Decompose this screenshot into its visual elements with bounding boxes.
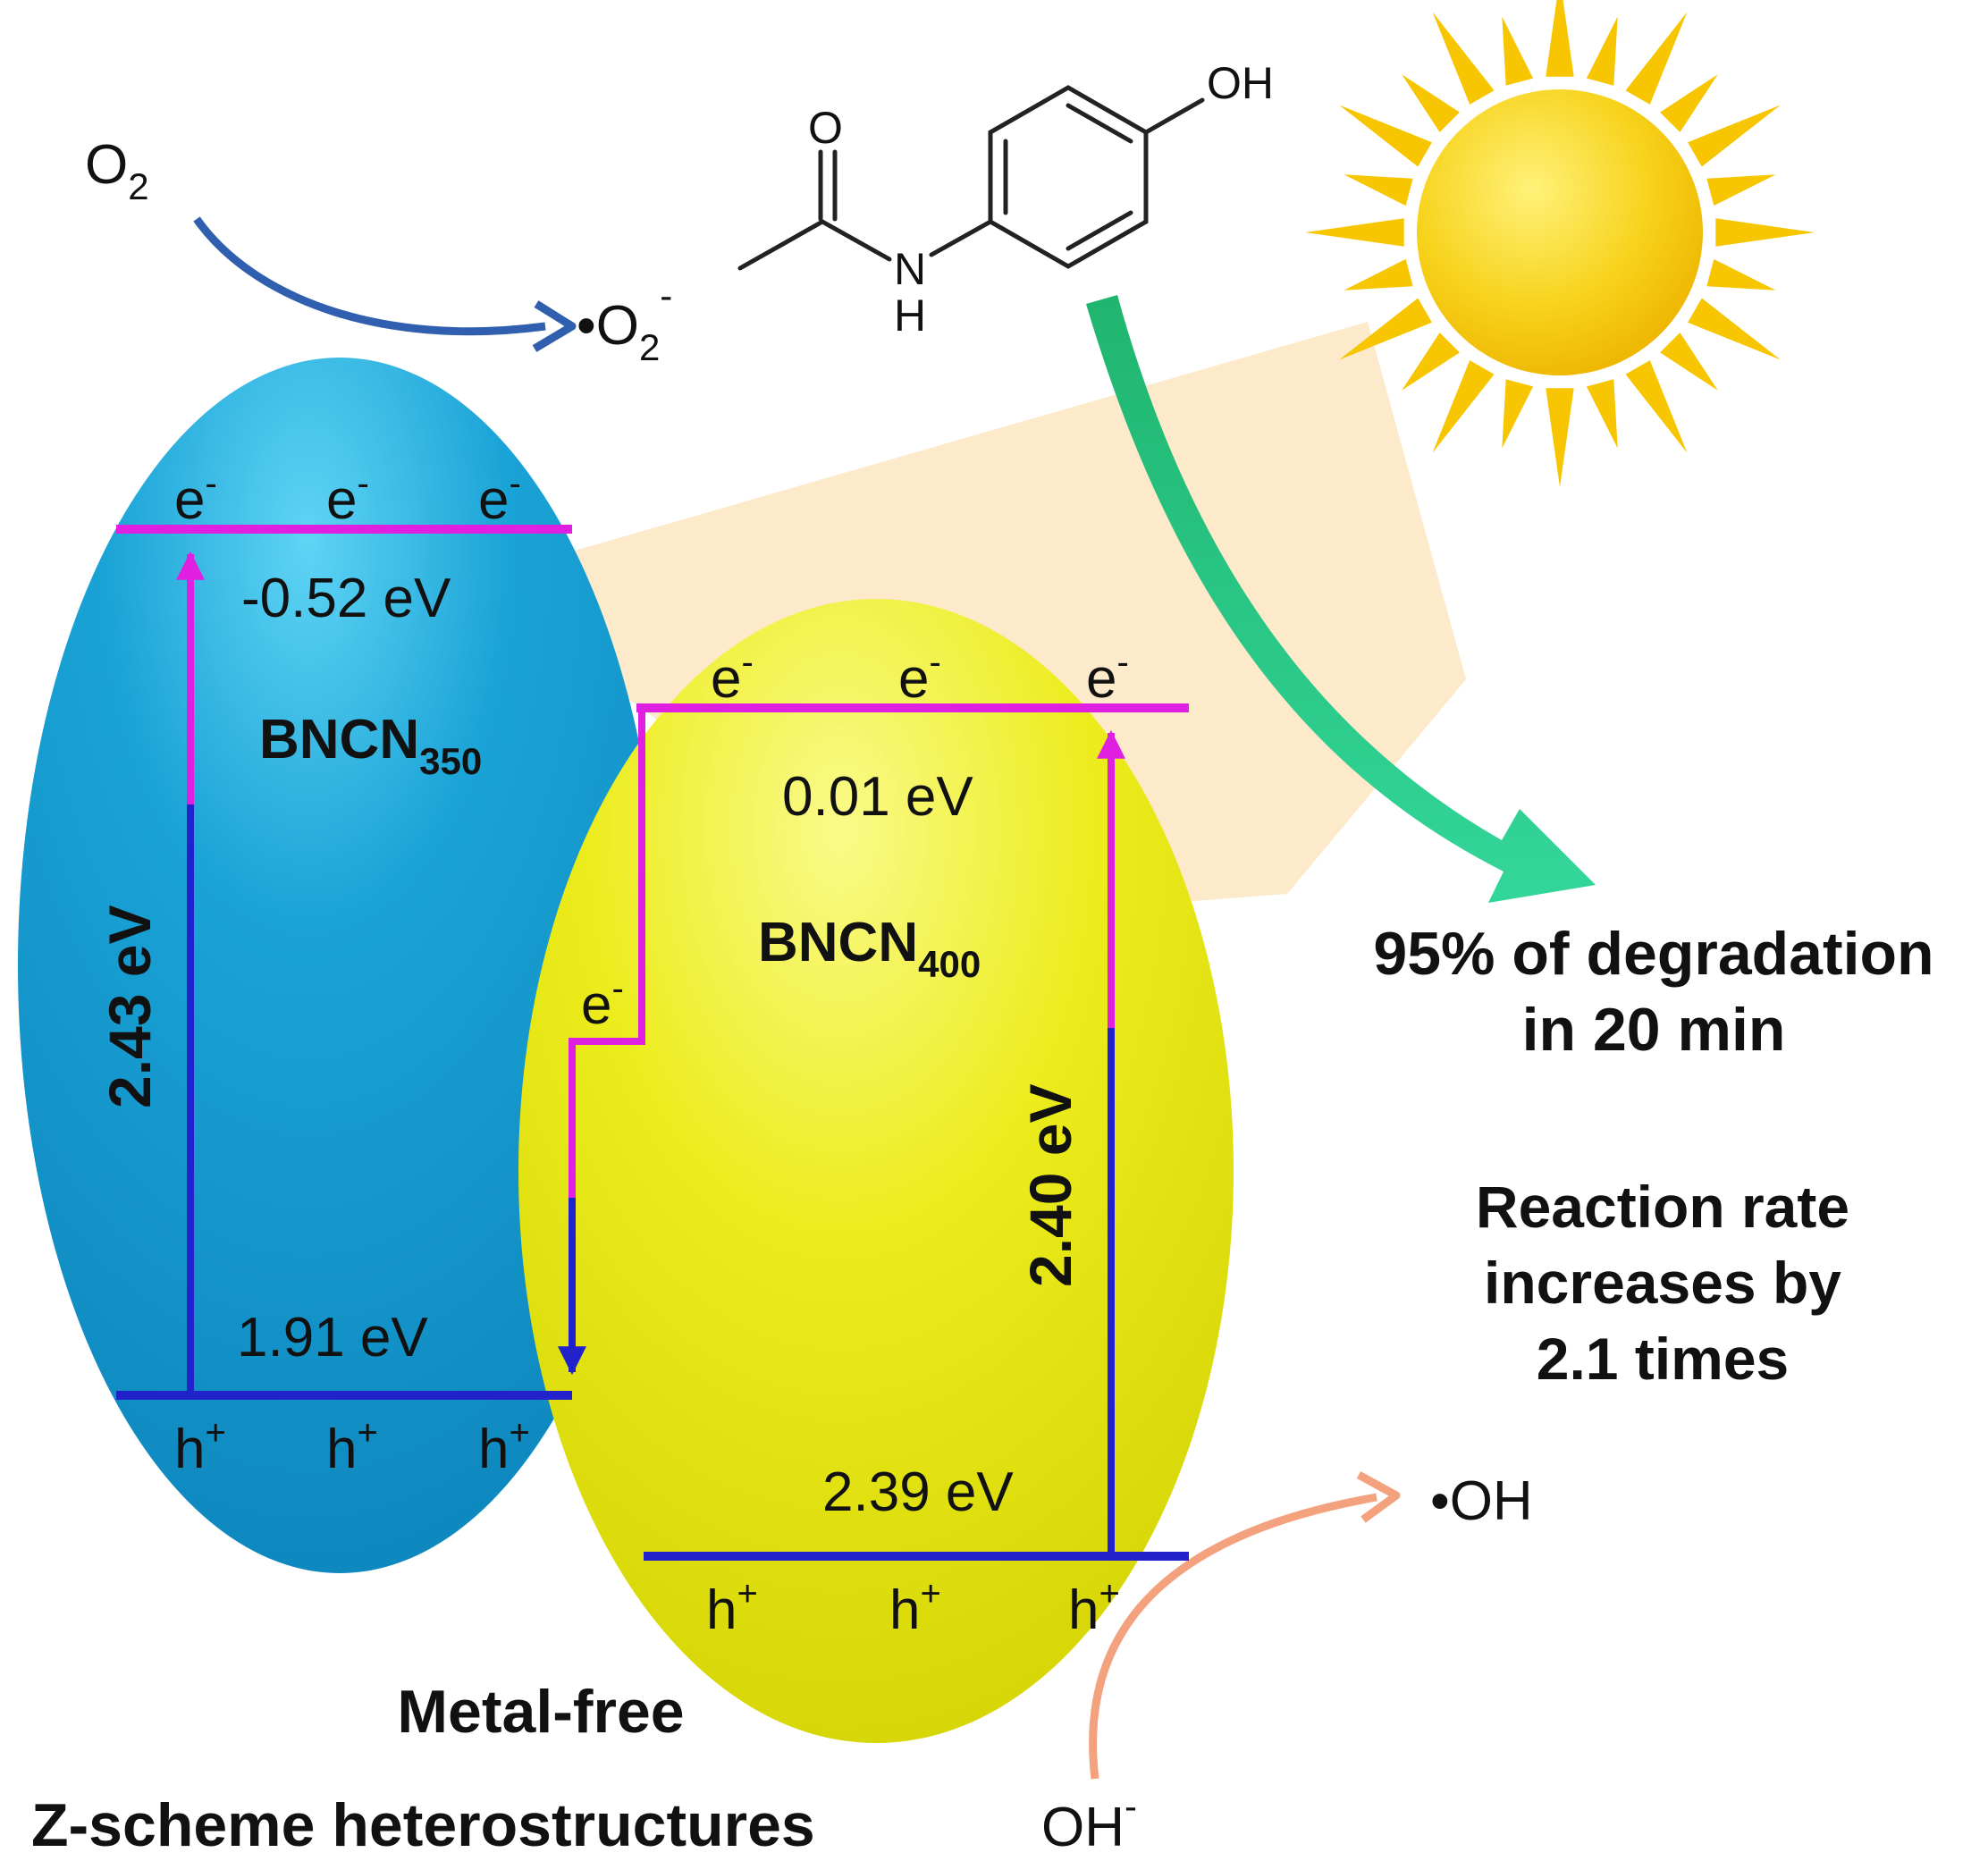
sun-ray xyxy=(1344,174,1413,206)
rate-line2: increases by xyxy=(1484,1250,1841,1316)
hydroxide-label: OH- xyxy=(1041,1785,1137,1858)
sun-ray xyxy=(1305,218,1404,247)
z-scheme-transfer-path xyxy=(569,708,645,1207)
rate-line1: Reaction rate xyxy=(1476,1174,1849,1240)
sun-ray xyxy=(1706,258,1776,291)
electron-label: e- xyxy=(1086,643,1129,710)
caption-line1: Metal-free xyxy=(397,1678,684,1746)
bncn400-cb-potential: 0.01 eV xyxy=(782,766,973,828)
electron-label: e- xyxy=(898,643,941,710)
electron-label: e- xyxy=(174,464,217,531)
bncn350-cb-potential: -0.52 eV xyxy=(241,568,451,629)
sun-ray xyxy=(1339,298,1432,360)
caption-line2: Z-scheme heterostructures xyxy=(31,1791,815,1859)
electron-label: e- xyxy=(711,643,754,710)
hole-label: h+ xyxy=(478,1413,530,1480)
sun-ray xyxy=(1715,218,1815,247)
bncn350-vb-potential: 1.91 eV xyxy=(237,1307,428,1368)
sun-ray xyxy=(1688,298,1781,360)
sun-ray xyxy=(1402,333,1460,391)
molecule-n-label: N xyxy=(894,244,926,294)
bncn400-vb-potential: 2.39 eV xyxy=(822,1461,1014,1523)
sun-ray xyxy=(1339,105,1432,167)
o2-reduction-arrow xyxy=(193,216,546,336)
sun-ray xyxy=(1546,0,1574,77)
molecule-o-label: O xyxy=(808,103,843,153)
rate-line3: 2.1 times xyxy=(1537,1326,1790,1392)
sun-ray xyxy=(1660,74,1718,132)
sun-ray xyxy=(1546,388,1574,487)
degradation-line2: in 20 min xyxy=(1522,996,1786,1064)
oh-oxidation-arrow xyxy=(1089,1493,1377,1780)
sun-ray xyxy=(1402,74,1460,132)
sun-ray xyxy=(1586,16,1618,86)
sun-ray xyxy=(1660,333,1718,391)
molecule-oh-label: OH xyxy=(1207,58,1274,108)
sun-ray xyxy=(1344,258,1413,291)
sun-ray xyxy=(1502,379,1534,449)
electron-label: e- xyxy=(478,464,521,531)
transfer-electron-label: e- xyxy=(581,969,624,1036)
bncn400-bandgap: 2.40 eV xyxy=(1017,1083,1083,1287)
hole-label: h+ xyxy=(174,1413,226,1480)
sun-ray xyxy=(1502,16,1534,86)
sun-ray xyxy=(1688,105,1781,167)
light-arrow xyxy=(1086,295,1596,903)
sun-ray xyxy=(1432,12,1495,105)
sun-icon xyxy=(1305,0,1815,487)
sun-ray xyxy=(1706,174,1776,206)
superoxide-label: •O2- xyxy=(577,274,672,368)
molecule-h-label: H xyxy=(894,291,926,341)
bncn400-name: BNCN400 xyxy=(758,912,981,985)
sun-disc xyxy=(1417,89,1703,375)
hole-label: h+ xyxy=(1068,1574,1120,1641)
sun-ray xyxy=(1625,12,1688,105)
sun-ray xyxy=(1625,360,1688,453)
o2-label: O2 xyxy=(85,134,149,207)
oh-radical-label: •OH xyxy=(1430,1470,1533,1532)
hole-label: h+ xyxy=(706,1574,758,1641)
electron-label: e- xyxy=(326,464,369,531)
bncn350-bandgap: 2.43 eV xyxy=(97,905,163,1108)
sun-ray xyxy=(1432,360,1495,453)
hole-label: h+ xyxy=(889,1574,941,1641)
paracetamol-molecule xyxy=(737,85,1205,271)
bncn400-particle xyxy=(518,599,1234,1743)
bncn350-name: BNCN350 xyxy=(259,709,482,782)
bncn350-particle xyxy=(18,358,661,1573)
hole-label: h+ xyxy=(326,1413,378,1480)
degradation-line1: 95% of degradation xyxy=(1373,920,1933,988)
sun-ray xyxy=(1586,379,1618,449)
